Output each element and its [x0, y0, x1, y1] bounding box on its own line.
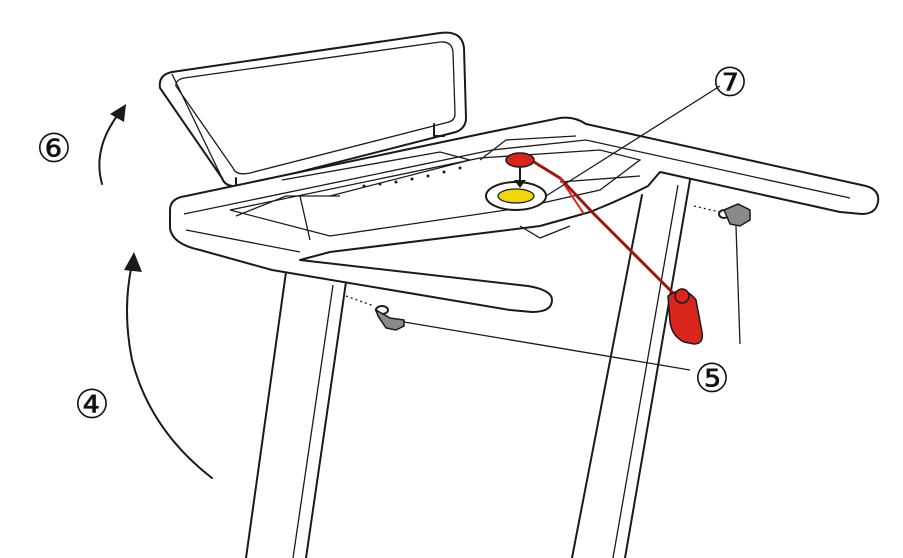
callout-6: ⑥: [36, 126, 72, 172]
right-upright: [571, 179, 691, 558]
safety-key-slot: [485, 165, 547, 211]
fold-arrow-icon: [98, 104, 126, 185]
knob-bolt-icon-right: [693, 203, 751, 227]
callout-7-leader: [545, 85, 721, 197]
handlebar-frame: [169, 116, 880, 313]
callout-5-leaders: [403, 225, 741, 371]
callout-5: ⑤: [694, 356, 730, 402]
knob-bolt-icon: [345, 295, 405, 331]
curved-arrow-icon: [124, 252, 213, 479]
safety-key-icon: [505, 152, 704, 345]
callout-4: ④: [74, 382, 110, 428]
callout-7: ⑦: [712, 60, 748, 106]
left-upright: [245, 271, 347, 558]
control-dots: [362, 166, 462, 188]
